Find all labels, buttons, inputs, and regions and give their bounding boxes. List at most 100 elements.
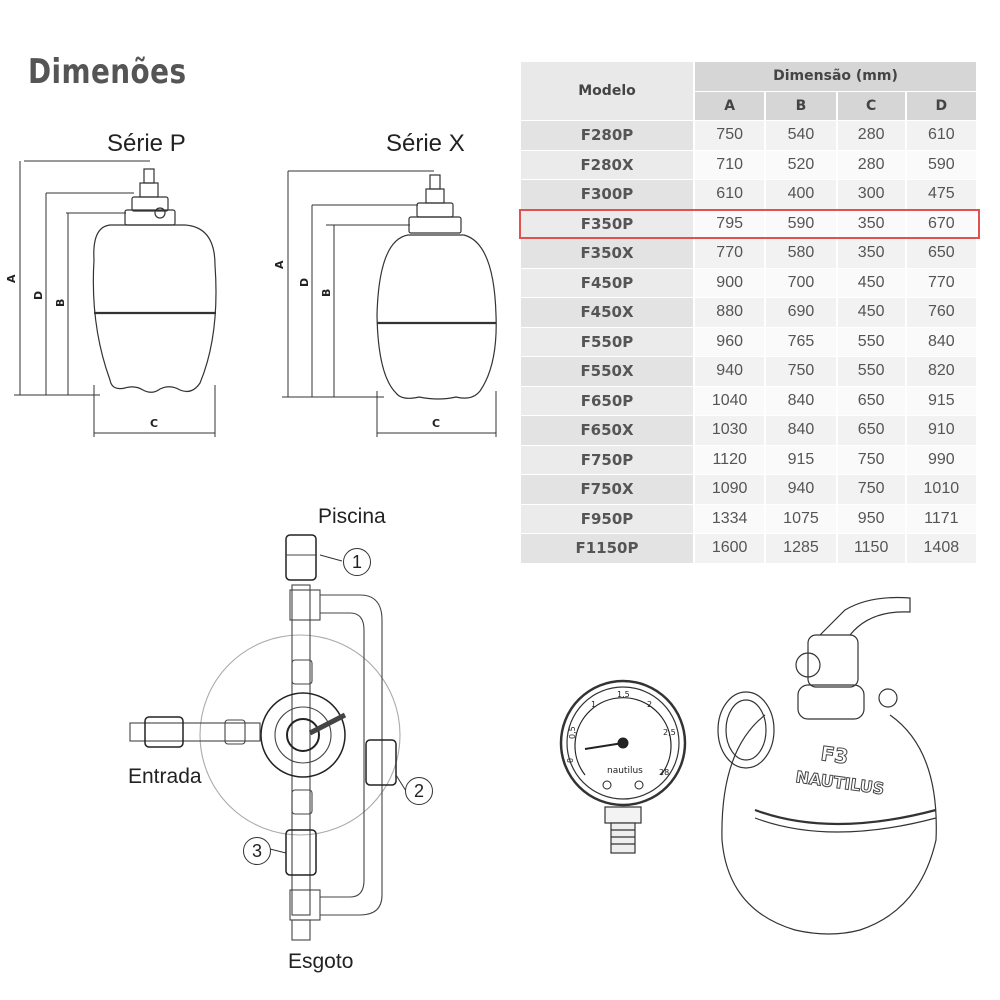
dim-b-x: B: [320, 289, 333, 297]
dim-a-x: A: [273, 260, 286, 269]
row-value-a: 1120: [694, 445, 767, 475]
col-header-c: C: [836, 91, 907, 121]
row-value-b: 520: [765, 150, 838, 180]
row-value-d: 760: [905, 297, 979, 328]
row-value-d: 590: [905, 150, 979, 180]
gauge-tick-05: 0,5: [568, 726, 577, 739]
row-value-c: 650: [836, 415, 907, 446]
row-value-b: 840: [765, 415, 838, 446]
row-value-a: 795: [694, 209, 767, 239]
dim-c-p: C: [150, 417, 158, 430]
row-value-a: 1600: [694, 533, 767, 564]
dim-b-p: B: [54, 299, 67, 307]
row-value-d: 820: [905, 356, 979, 387]
page-title: Dimenões: [28, 52, 187, 92]
serie-x-label: Série X: [386, 130, 465, 157]
row-value-c: 1150: [836, 533, 907, 564]
row-value-b: 400: [765, 179, 838, 210]
gauge-max-label: 28: [659, 768, 669, 777]
row-value-d: 1408: [905, 533, 979, 564]
callout-3: 3: [243, 837, 271, 865]
row-model: F280P: [521, 120, 695, 151]
piping-diagram: [129, 534, 407, 941]
col-header-group: Dimensão (mm): [694, 62, 978, 92]
callout-2: 2: [405, 777, 433, 805]
row-model: F280X: [521, 150, 695, 180]
row-value-a: 1040: [694, 386, 767, 416]
serie-x-drawing: A D B C: [273, 170, 497, 437]
col-header-model: Modelo: [521, 62, 695, 121]
row-value-d: 650: [905, 238, 979, 269]
row-value-c: 950: [836, 504, 907, 534]
dim-a-p: A: [5, 274, 18, 283]
serie-p-drawing: A D B C: [5, 160, 217, 437]
row-model: F350X: [521, 238, 695, 269]
row-model: F550P: [521, 327, 695, 357]
row-value-d: 910: [905, 415, 979, 446]
highlight-row-box: [519, 209, 980, 239]
row-value-d: 475: [905, 179, 979, 210]
gauge-tick-2: 2: [647, 700, 652, 709]
label-entrada: Entrada: [128, 765, 202, 788]
gauge-tick-15: 1,5: [617, 690, 630, 699]
col-header-d: D: [905, 91, 979, 121]
gauge-tick-25: 2,5: [663, 728, 676, 737]
row-model: F450P: [521, 268, 695, 298]
row-model: F950P: [521, 504, 695, 534]
row-model: F350P: [521, 209, 695, 239]
row-value-a: 900: [694, 268, 767, 298]
row-value-c: 280: [836, 150, 907, 180]
row-value-c: 650: [836, 386, 907, 416]
label-piscina: Piscina: [318, 505, 386, 528]
col-header-a: A: [694, 91, 767, 121]
row-model: F650P: [521, 386, 695, 416]
tank-logo-f3: F3: [819, 741, 850, 769]
row-value-d: 610: [905, 120, 979, 151]
row-value-b: 840: [765, 386, 838, 416]
col-header-b: B: [765, 91, 838, 121]
serie-p-label: Série P: [107, 130, 186, 157]
row-value-a: 1090: [694, 474, 767, 505]
row-value-a: 1030: [694, 415, 767, 446]
filter-tank-drawing: F3 NAUTILUS: [717, 596, 937, 935]
row-value-c: 280: [836, 120, 907, 151]
row-value-a: 960: [694, 327, 767, 357]
row-value-c: 350: [836, 238, 907, 269]
row-value-b: 580: [765, 238, 838, 269]
gauge-tick-0: 0: [566, 758, 575, 763]
pressure-gauge-drawing: 0 0,5 1 1,5 2 2,5 28 nautilus: [559, 679, 687, 854]
label-esgoto: Esgoto: [288, 950, 354, 973]
row-value-b: 940: [765, 474, 838, 505]
row-value-b: 750: [765, 356, 838, 387]
callout-1: 1: [343, 548, 371, 576]
row-value-b: 540: [765, 120, 838, 151]
row-value-b: 690: [765, 297, 838, 328]
row-value-d: 770: [905, 268, 979, 298]
gauge-tick-1: 1: [591, 700, 596, 709]
row-value-d: 1171: [905, 504, 979, 534]
row-value-c: 550: [836, 327, 907, 357]
dim-d-x: D: [298, 278, 311, 287]
row-value-c: 750: [836, 474, 907, 505]
row-value-c: 300: [836, 179, 907, 210]
row-value-b: 765: [765, 327, 838, 357]
row-value-b: 915: [765, 445, 838, 475]
gauge-brand: nautilus: [607, 766, 643, 776]
row-value-c: 550: [836, 356, 907, 387]
row-model: F450X: [521, 297, 695, 328]
row-value-b: 1285: [765, 533, 838, 564]
tank-logo-brand: NAUTILUS: [794, 767, 885, 798]
